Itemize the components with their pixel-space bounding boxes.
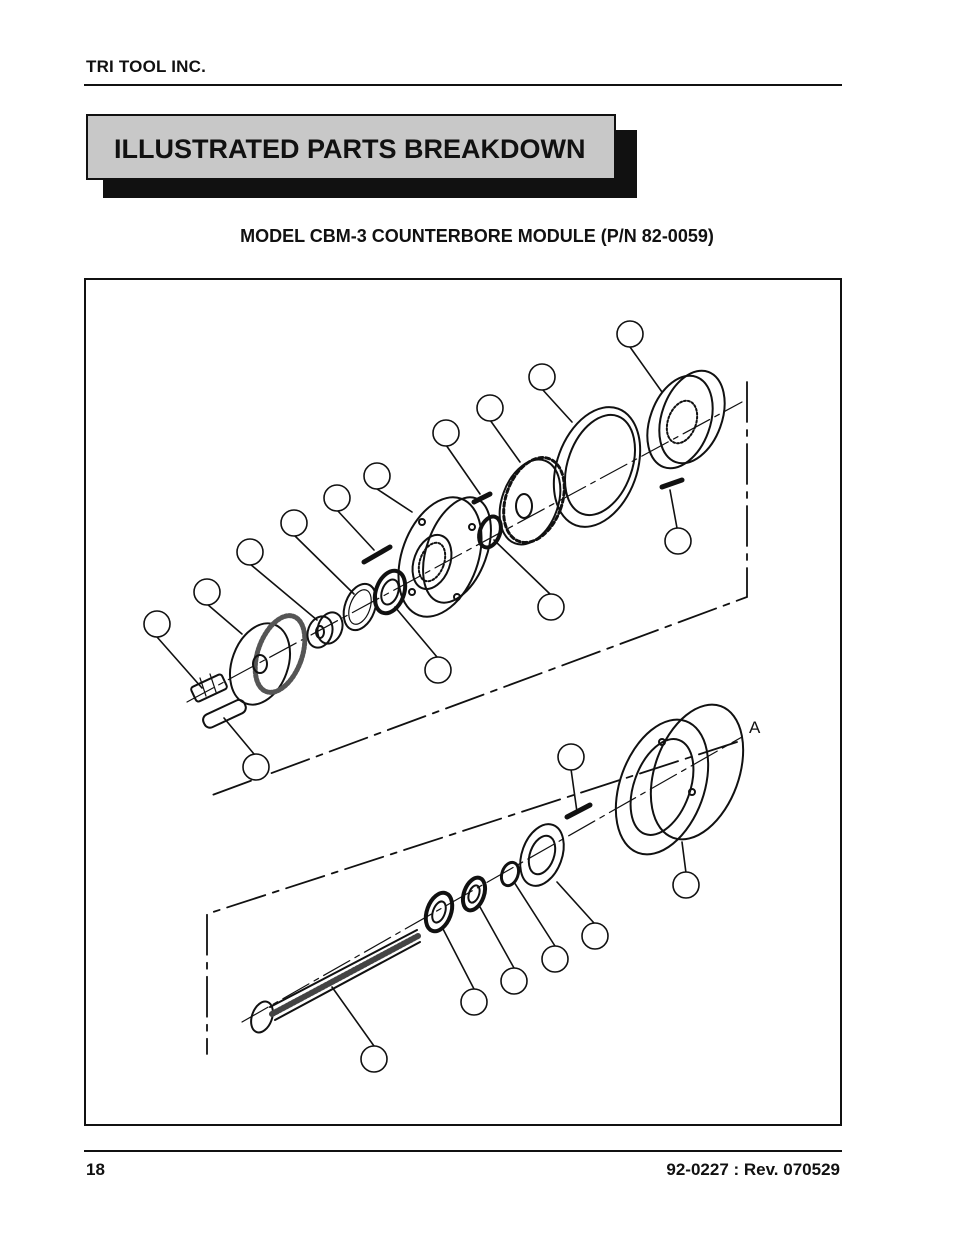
company-name: TRI TOOL INC. (86, 57, 207, 76)
lower-set-screw-part (564, 802, 593, 820)
lower-bearing-part (460, 875, 488, 913)
feed-screw-part (250, 929, 421, 1034)
end-housing-part (646, 369, 726, 470)
o-ring-part (477, 514, 503, 550)
retaining-ring-part (342, 582, 378, 632)
bearing-plate-part (498, 456, 566, 546)
module-body-part (614, 703, 745, 856)
upper-centerline (186, 401, 743, 703)
parts-diagram: A (84, 278, 842, 1126)
footer-rule (84, 1150, 842, 1152)
page-number: 18 (86, 1160, 105, 1179)
exploded-view-drawing: A (143, 320, 761, 1073)
spacer-ring-part (519, 823, 565, 887)
header-rule (84, 84, 842, 86)
section-break-lines (206, 381, 748, 1055)
housing-flange-part (397, 496, 492, 618)
thrust-washer-part (423, 890, 455, 934)
knurled-knob-part (229, 613, 308, 706)
figure-subtitle: MODEL CBM-3 COUNTERBORE MODULE (P/N 82-0… (240, 226, 714, 246)
view-label-a: A (749, 718, 761, 737)
large-ring-part (552, 406, 642, 528)
title-box: ILLUSTRATED PARTS BREAKDOWN (86, 114, 616, 180)
page-title: ILLUSTRATED PARTS BREAKDOWN (114, 134, 586, 164)
lower-assembly (250, 703, 745, 1034)
dowel-pin-part (202, 698, 247, 729)
lower-centerline (241, 736, 743, 1023)
screw-part (471, 491, 493, 505)
bearing-part (306, 611, 344, 649)
set-screw-part (190, 673, 228, 703)
document-revision: 92-0227 : Rev. 070529 (666, 1160, 840, 1179)
cap-screw-part (659, 477, 685, 490)
small-screw-part (361, 544, 393, 565)
callout-balloons (143, 320, 700, 1073)
nut-part (499, 860, 521, 888)
upper-assembly (190, 369, 726, 729)
